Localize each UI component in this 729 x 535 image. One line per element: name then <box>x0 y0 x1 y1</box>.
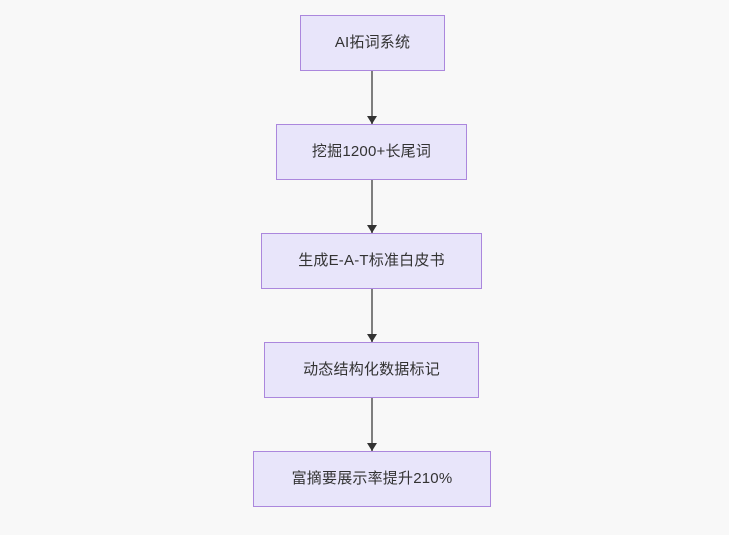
flow-node-ai-keyword-system[interactable]: AI拓词系统 <box>300 15 445 71</box>
flow-node-structured-data-markup[interactable]: 动态结构化数据标记 <box>264 342 479 398</box>
connector-line <box>371 180 373 233</box>
connector-line <box>371 398 373 451</box>
flow-node-label: AI拓词系统 <box>334 34 411 51</box>
arrowhead-icon <box>367 443 377 451</box>
connector-line <box>371 289 373 342</box>
flow-node-label: 挖掘1200+长尾词 <box>311 143 432 160</box>
arrowhead-icon <box>367 225 377 233</box>
flow-node-label: 生成E-A-T标准白皮书 <box>298 252 445 269</box>
flow-node-label: 富摘要展示率提升210% <box>291 470 453 487</box>
arrowhead-icon <box>367 116 377 124</box>
flow-node-rich-snippet-result[interactable]: 富摘要展示率提升210% <box>253 451 491 507</box>
connector-line <box>371 71 373 124</box>
flow-node-eat-whitepaper[interactable]: 生成E-A-T标准白皮书 <box>261 233 482 289</box>
flow-node-label: 动态结构化数据标记 <box>303 361 440 378</box>
arrowhead-icon <box>367 334 377 342</box>
flow-node-longtail-mining[interactable]: 挖掘1200+长尾词 <box>276 124 467 180</box>
